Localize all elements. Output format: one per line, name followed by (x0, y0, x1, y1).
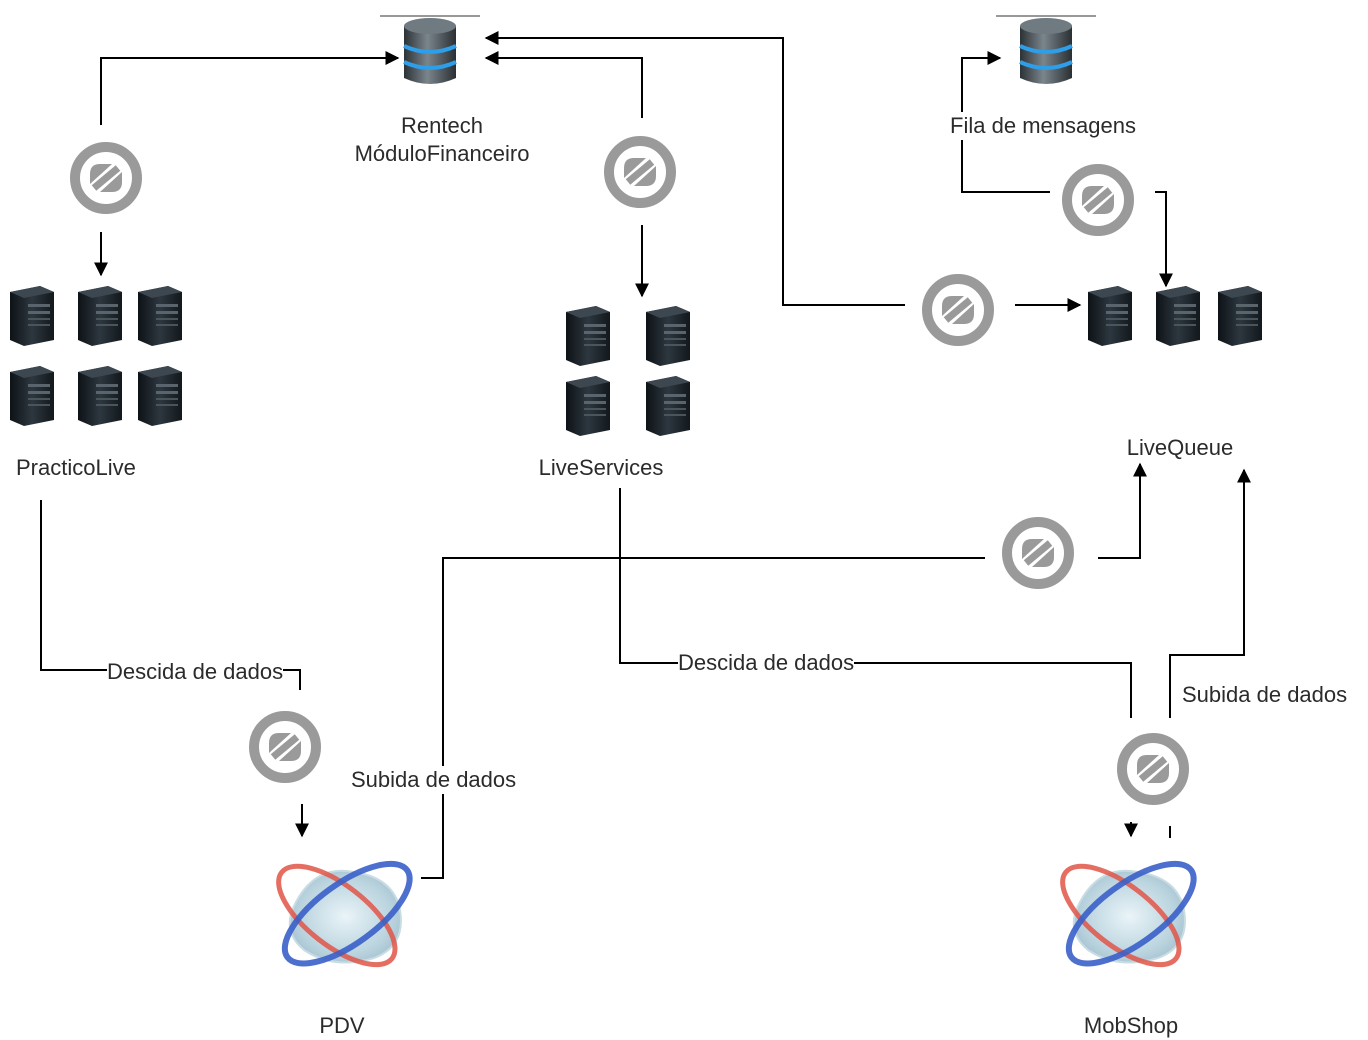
server-icon (10, 286, 54, 346)
node-label-mobshop: MobShop (1083, 1012, 1179, 1040)
edge-fila-connector-to-livequeue (1155, 191, 1173, 288)
edge-label-pdv-subida: Subida de dados (351, 766, 517, 794)
server-icon (138, 366, 182, 426)
edge-label-practico-descida: Descida de dados (107, 658, 284, 686)
connector-icon (927, 279, 989, 341)
node-label-livequeue: LiveQueue (1126, 434, 1234, 462)
node-label-practicolive: PracticoLive (16, 454, 136, 482)
edge-pdv-subida (421, 557, 985, 879)
globe-logo-icon (263, 846, 425, 982)
server-cluster-livequeue (1088, 286, 1262, 346)
server-icon (78, 366, 122, 426)
server-icon (646, 376, 690, 436)
node-label-rentech-line1: Rentech (401, 113, 483, 138)
edge-practicolive-to-rentech (100, 51, 400, 125)
database-icon (378, 14, 482, 86)
server-icon (566, 306, 610, 366)
database-icon (994, 14, 1098, 86)
server-icon (1156, 286, 1200, 346)
connector-icon (609, 141, 671, 203)
connector-icon (1122, 738, 1184, 800)
edge-liveservices-descida (619, 488, 1132, 718)
server-icon (566, 376, 610, 436)
globe-logo-icon (1047, 846, 1209, 982)
server-icon (138, 286, 182, 346)
node-label-rentech: Rentech MóduloFinanceiro (354, 112, 530, 168)
server-icon (1088, 286, 1132, 346)
node-label-fila: Fila de mensagens (950, 112, 1136, 140)
server-icon (646, 306, 690, 366)
node-label-liveservices: LiveServices (538, 454, 664, 482)
server-cluster-practicolive (10, 286, 182, 426)
server-icon (1218, 286, 1262, 346)
edge-label-mobshop-subida: Subida de dados (1182, 681, 1348, 709)
server-cluster-liveservices (566, 306, 690, 436)
node-label-rentech-line2: MóduloFinanceiro (354, 141, 530, 166)
connector-icon (75, 147, 137, 209)
node-label-pdv: PDV (319, 1012, 365, 1040)
server-icon (10, 366, 54, 426)
server-icon (78, 286, 122, 346)
edge-mobshop-subida (1169, 468, 1251, 718)
connector-icon (1007, 522, 1069, 584)
connector-icon (1067, 169, 1129, 231)
edge-liveservices-to-rentech (484, 51, 643, 118)
edge-livequeue-to-rentech (484, 31, 905, 306)
edge-connector-to-livequeue-from-pdv (1098, 462, 1147, 559)
edge-label-liveservices-descida: Descida de dados (678, 649, 855, 677)
connector-icon (254, 716, 316, 778)
